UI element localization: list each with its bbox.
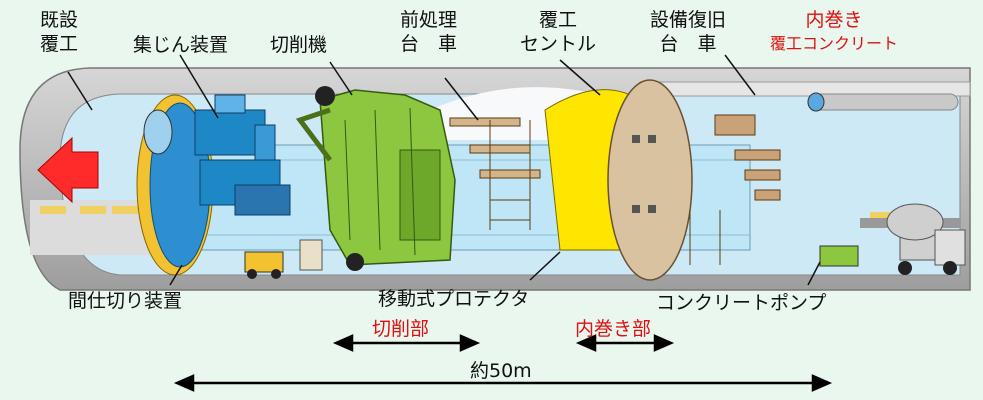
label-inner-concrete: 内巻き 覆工コンクリート: [770, 9, 899, 53]
dimension-arrow-icon: [173, 334, 833, 392]
label-dust-collector: 集じん装置: [133, 34, 229, 56]
left-arrow-icon: [37, 136, 99, 204]
label-inner-section: 内巻き部: [575, 318, 652, 340]
dust-collector: [194, 94, 291, 216]
label-existing-lining: 既設 覆工: [40, 9, 79, 55]
lining-form: [544, 79, 693, 281]
label-cutter: 切削機: [270, 34, 328, 56]
label-protector: 移動式プロテクタ: [378, 288, 530, 310]
label-pretreatment: 前処理 台 車: [400, 9, 458, 55]
restoration-carriage: [689, 114, 781, 265]
label-cutting-section: 切削部: [372, 318, 430, 340]
label-restoration: 設備復旧 台 車: [650, 9, 727, 55]
label-pump: コンクリートポンプ: [656, 292, 827, 314]
pretreatment-carriage: [449, 117, 541, 230]
label-form: 覆工 セントル: [520, 9, 597, 55]
label-total-length: 約50m: [470, 360, 532, 382]
mixer-truck: [886, 203, 966, 275]
pipe: [807, 93, 959, 111]
concrete-pump: [819, 245, 859, 267]
small-loader: [244, 251, 284, 273]
label-partition: 間仕切り装置: [68, 290, 183, 312]
cutting-machine: [295, 86, 456, 271]
